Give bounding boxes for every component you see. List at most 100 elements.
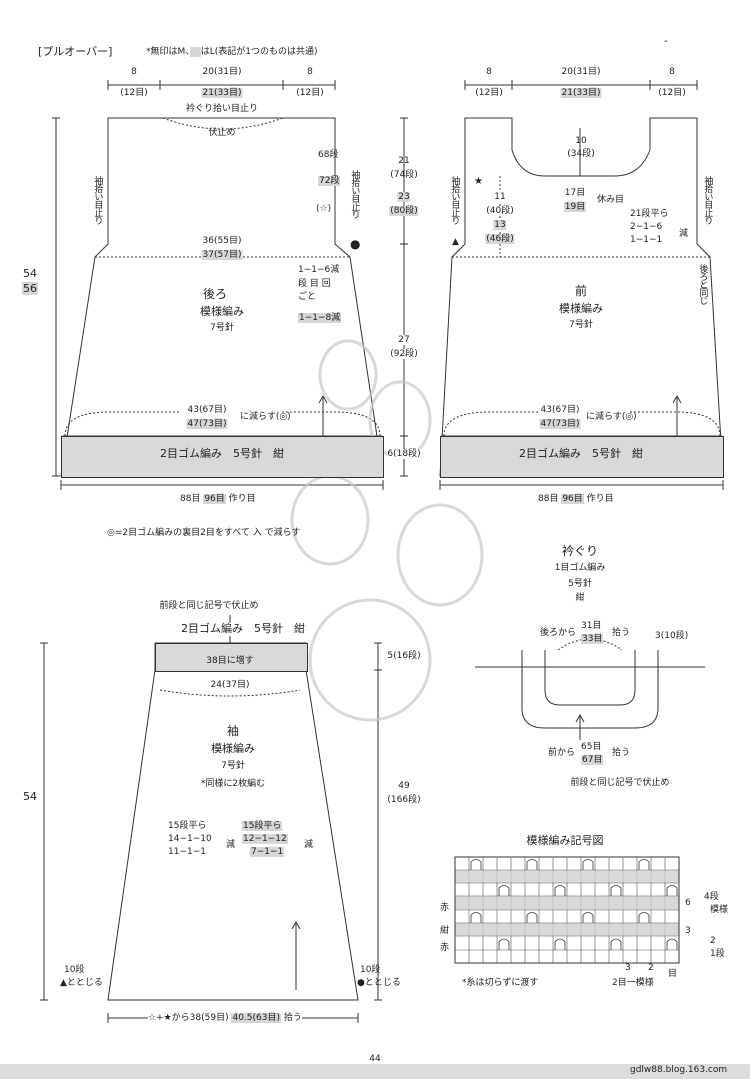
center-h1-hl-sub-text: (80段) [389, 206, 419, 216]
neckband-height: 3(10段) [655, 631, 689, 641]
back-decrease: 1−1−6減 [298, 265, 340, 275]
front-neck-depth-sub: (34段) [567, 149, 595, 159]
neckband-front-from: 前から [548, 748, 576, 758]
sleeve-height-right-sub: (166段) [387, 795, 421, 805]
back-rib-label: 2目ゴム編み 5号針 紺 [160, 447, 284, 460]
front-same-as-back: 後ろと同じ [697, 264, 708, 304]
watermark [290, 339, 484, 722]
sleeve-dec-b2-text: 12−1−12 [242, 834, 288, 844]
chart-row-label-1: 赤 [440, 903, 450, 913]
size-note-a: *無印はM、 [146, 47, 190, 57]
back-cast-on-tail: 作り目 [228, 494, 256, 504]
back-bottom-width-hl: 47(73目) [186, 419, 228, 429]
sleeve-dec-b-tail: 減 [304, 840, 314, 850]
neckband-front-count: 65目 [581, 742, 602, 752]
chart-title: 模様編み記号図 [526, 834, 604, 847]
sleeve-dec-a2: 14−1−10 [168, 834, 212, 844]
back-rows-mark: (☆) [316, 204, 332, 214]
chart-right-num-1: 6 [685, 898, 691, 908]
sleeve-dec-b3-text: 7−1−1 [250, 847, 285, 857]
size-note: *無印はM、 はL(表記が1つのものは共通) [146, 47, 318, 57]
back-height-total: 54 [23, 267, 37, 280]
size-note-hl [189, 47, 201, 57]
front-rest-hl: 19目 [563, 202, 587, 212]
chart-bottom-num-2: 2 [648, 963, 654, 973]
center-h3: 6(18段) [387, 449, 421, 460]
sleeve-height-right: 49 [398, 781, 410, 791]
center-h2: 27 [398, 335, 410, 346]
sleeve-increase: 38目に増す [206, 656, 254, 666]
sleeve-bottom-l: 40.5(63目) [231, 1013, 281, 1023]
back-decrease-hl: 1−1−8減 [298, 313, 342, 323]
neckband-back-count-hl: 33目 [581, 634, 604, 644]
sleeve-dec-b3: 7−1−1 [250, 847, 285, 857]
neckband-pick: 拾う [612, 628, 631, 638]
chart-bottom-num-1: 3 [625, 963, 631, 973]
front-sleeve-stop-right: 袖拾い目止り [702, 176, 713, 224]
front-name: 前 [574, 284, 588, 298]
front-pattern: 模様編み [559, 302, 603, 315]
front-dec-1: 21段平ら [630, 209, 669, 219]
back-width-mid-hl: 37(57目) [201, 250, 243, 260]
front-reduce-note: に減らす(◎) [586, 412, 637, 422]
chart-right-label-2: 模様 [710, 905, 729, 915]
chart-bottom-tail: 目 [668, 969, 678, 979]
front-dec-tail: 減 [679, 229, 689, 239]
sleeve-dec-a3: 11−1−1 [168, 847, 206, 857]
neckband-back-count: 31目 [581, 621, 602, 631]
center-h1-hl: 23 [397, 192, 411, 202]
front-cast-on: 88目 96目 作り目 [538, 494, 614, 504]
sleeve-rib-label: 2目ゴム編み 5号針 紺 [181, 622, 305, 636]
front-bottom-width: 43(67目) [540, 405, 580, 415]
neckband-back-from: 後ろから [540, 628, 577, 638]
back-neck-pickup: 衿ぐり拾い目止り [185, 104, 259, 114]
chart-grid [455, 857, 679, 963]
front-rib-band [440, 436, 724, 478]
sleeve-bottom-m: ☆+★から38(59目) [148, 1013, 229, 1023]
sleeve-height: 54 [23, 790, 37, 803]
rib-decrease-note: ◎=2目ゴム編みの裏目2目をすべて 入 で減らす [107, 528, 301, 538]
neckband-needle: 5号針 [568, 579, 592, 589]
sleeve-bottom-tail: 拾う [283, 1013, 302, 1023]
center-h1-sub: (74段) [390, 170, 418, 180]
back-height-total-hl-text: 56 [22, 282, 38, 295]
tick-mark: - [664, 36, 668, 47]
front-needle: 7号針 [569, 320, 593, 330]
back-cast-on-l: 96目 [203, 494, 226, 504]
sleeve-name: 袖 [226, 724, 240, 738]
front-rest-hl-text: 19目 [563, 202, 587, 212]
back-cast-on-m: 88目 [180, 494, 201, 504]
sleeve-dec-b2: 12−1−12 [242, 834, 288, 844]
neckband-color: 紺 [575, 593, 585, 603]
center-h1-hl-text: 23 [397, 192, 411, 202]
back-rows-72-text: 72段 [318, 176, 341, 186]
chart-bottom-label: 2目一模様 [612, 978, 654, 988]
front-bottom-width-hl-text: 47(73目) [539, 419, 581, 429]
back-width-mid: 36(55目) [202, 236, 242, 246]
front-bottom-width-hl: 47(73目) [539, 419, 581, 429]
sleeve-rib-band [155, 643, 308, 672]
chart-right-num-2: 3 [685, 926, 691, 936]
sleeve-top-note: 前段と同じ記号で伏止め [159, 601, 259, 611]
front-rib-label: 2目ゴム編み 5号針 紺 [519, 447, 643, 460]
back-dim-center: 20(31目) [202, 67, 242, 77]
front-dim-right-sub: (12目) [658, 88, 686, 98]
front-dec-2: 2−1−6 [630, 222, 663, 232]
chart-right-label-3: 2 [710, 936, 716, 946]
center-h2-sub: (92段) [390, 349, 418, 360]
back-rows-72: 72段 [318, 176, 341, 186]
back-rows-68: 68段 [318, 150, 339, 160]
neckband-bind-note: 前段と同じ記号で伏止め [570, 778, 670, 788]
sleeve-bottom: ☆+★から38(59目) 40.5(63目) 拾う [148, 1013, 302, 1024]
page-number: 44 [369, 1054, 381, 1064]
back-bottom-width-hl-text: 47(73目) [186, 419, 228, 429]
back-dim-center-hl: 21(33目) [201, 88, 243, 98]
back-decrease-sub: 段 目 回 [298, 279, 331, 289]
back-decrease-hl-text: 1−1−8減 [298, 313, 342, 323]
back-bottom-width: 43(67目) [187, 405, 227, 415]
chart-right-label-1: 4段 [704, 892, 719, 902]
front-dim-left-sub: (12目) [475, 88, 503, 98]
neckband-front-count-hl: 67目 [581, 755, 604, 765]
source-url: gdlw88.blog.163.com [630, 1065, 728, 1075]
front-sleeve-stop-left: 袖拾い目止り [449, 176, 460, 224]
